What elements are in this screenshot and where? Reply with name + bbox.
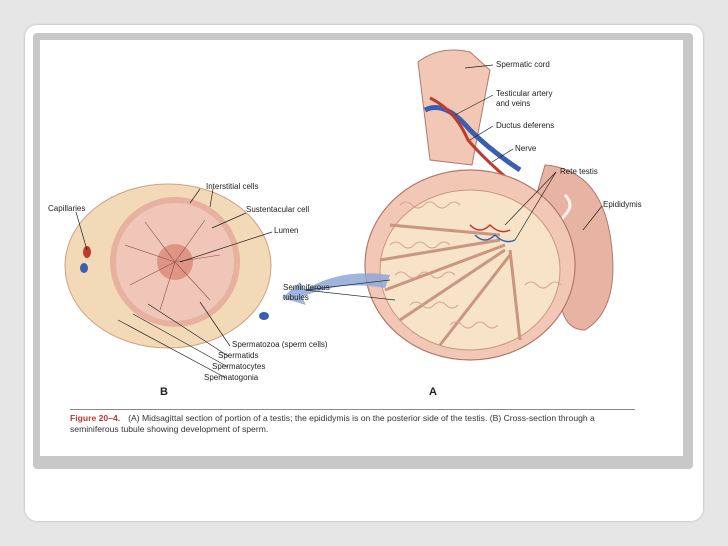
label-sustentacular-cell: Sustentacular cell [246, 205, 309, 214]
lobule-septa [379, 223, 522, 346]
label-rete-testis: Rete testis [560, 167, 598, 176]
label-nerve: Nerve [515, 144, 537, 153]
label-seminiferous: Seminiferous [283, 283, 330, 292]
label-and-veins: and veins [496, 99, 530, 108]
label-epididymis: Epididymis [603, 200, 642, 209]
artery-shape [429, 96, 516, 187]
label-interstitial-cells: Interstitial cells [206, 182, 258, 191]
label-spermatocytes: Spermatocytes [212, 362, 265, 371]
label-ductus-deferens: Ductus deferens [496, 121, 554, 130]
label-panel-a: A [429, 386, 437, 398]
label-capillaries: Capillaries [48, 204, 85, 213]
label-spermatic-cord: Spermatic cord [496, 60, 550, 69]
capillary-red-shape [83, 246, 91, 258]
spermatic-cord-shape [417, 49, 491, 166]
figure-caption: Figure 20–4.(A) Midsagittal section of p… [70, 413, 635, 435]
label-spermatozoa: Spermatozoa (sperm cells) [232, 340, 328, 349]
label-testicular-artery: Testicular artery [496, 89, 552, 98]
rete-testis-vessels [469, 223, 516, 243]
capillary-blue-shape [80, 263, 88, 273]
caption-text: (A) Midsagittal section of portion of a … [70, 413, 595, 434]
figure-number: Figure 20–4. [70, 413, 121, 423]
label-panel-b: B [160, 386, 168, 398]
testis-inner-shape [379, 189, 561, 351]
sperm-radial-lines [124, 219, 221, 311]
tubule-coils [389, 201, 562, 329]
capillary-right-shape [259, 312, 269, 320]
pointer-arrow [282, 273, 390, 305]
vein-shape [423, 105, 522, 173]
label-spermatids: Spermatids [218, 351, 258, 360]
caption-rule [70, 409, 635, 410]
label-lumen: Lumen [274, 226, 298, 235]
label-tubules: tubules [283, 293, 309, 302]
label-spermatogonia: Spermatogonia [204, 373, 259, 382]
leader-lines [75, 64, 603, 379]
